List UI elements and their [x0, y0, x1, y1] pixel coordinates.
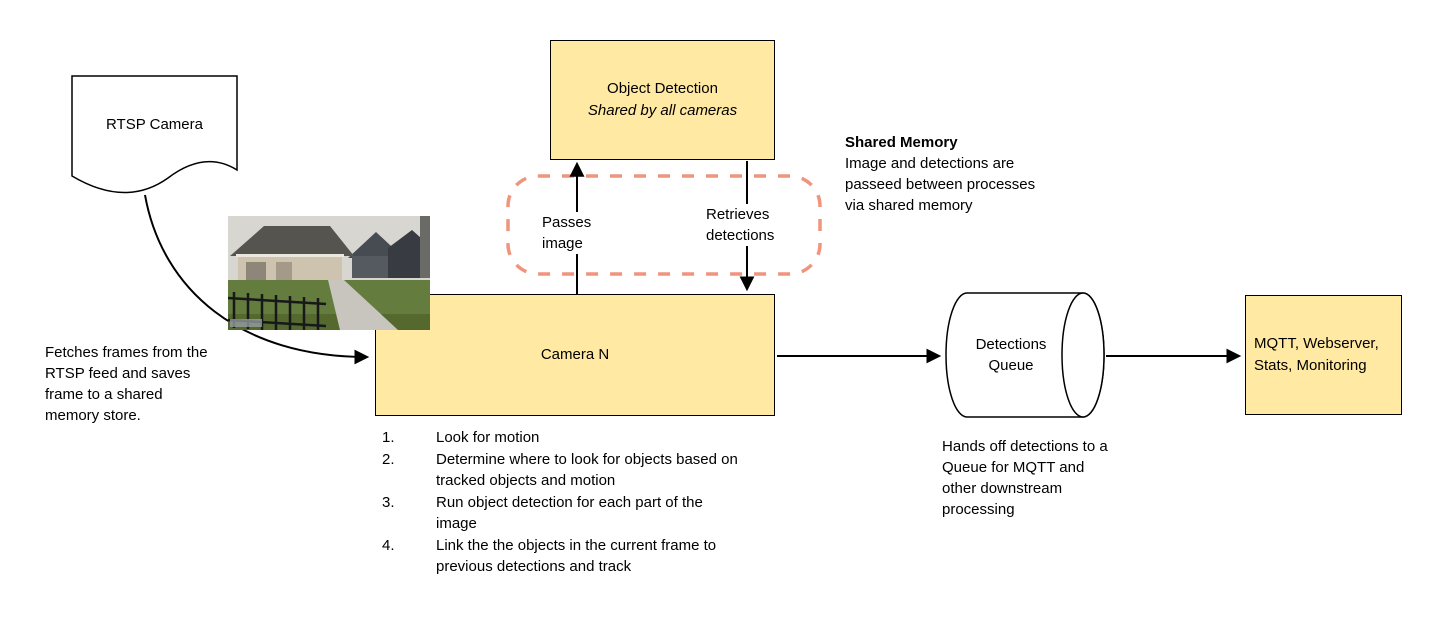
arrow-rtsp-to-camera [144, 194, 370, 365]
snapshot-shed-door [246, 262, 266, 284]
shared-memory-dashed-region [506, 174, 822, 276]
label-retrieves-detections: Retrieves detections [704, 204, 784, 246]
step-number: 4. [382, 536, 395, 554]
step-text: Determine where to look for objects base… [436, 450, 738, 490]
shared-memory-body: Image and detections are passeed between… [845, 155, 1036, 214]
node-detections-queue: Detections Queue [952, 320, 1070, 390]
detections-queue-label: Detections Queue [975, 336, 1047, 374]
note-fetch-frames: Fetches frames from the RTSP feed and sa… [45, 344, 208, 424]
snapshot-shed-roof [230, 226, 354, 256]
snapshot-porch-post [420, 216, 430, 278]
rtsp-camera-label: RTSP Camera [106, 115, 203, 133]
snapshot-shed-door-2 [276, 262, 292, 284]
snapshot-far-house-2 [388, 230, 430, 278]
step-text: Look for motion [436, 429, 540, 446]
camera-step: 1. Look for motion [380, 427, 738, 449]
snapshot-watermark [230, 319, 262, 327]
label-passes-image: Passes image [540, 212, 602, 254]
snapshot-sidewalk [328, 280, 398, 330]
outputs-label: MQTT, Webserver, Stats, Monitoring [1254, 335, 1379, 374]
node-camera-n: Camera N [375, 294, 775, 416]
camera-n-label: Camera N [540, 346, 610, 363]
rtsp-document-shape [71, 75, 238, 194]
camera-snapshot-image [228, 216, 430, 330]
camera-step: 2. Determine where to look for objects b… [380, 449, 738, 492]
shared-memory-title: Shared Memory [845, 134, 958, 151]
step-number: 3. [382, 493, 395, 511]
node-rtsp-camera: RTSP Camera [72, 80, 237, 168]
step-number: 2. [382, 450, 395, 468]
camera-step: 3. Run object detection for each part of… [380, 492, 738, 535]
object-detection-title: Object Detection [607, 80, 718, 97]
step-text: Link the the objects in the current fram… [436, 536, 717, 576]
detections-queue-cylinder [945, 292, 1105, 418]
step-number: 1. [382, 429, 395, 446]
note-shared-memory: Shared Memory Image and detections are p… [845, 132, 1057, 216]
camera-steps-list: 1. Look for motion 2. Determine where to… [380, 427, 738, 578]
note-queue-handoff: Hands off detections to a Queue for MQTT… [942, 438, 1108, 518]
object-detection-subtitle: Shared by all cameras [587, 102, 738, 119]
camera-step: 4. Link the the objects in the current f… [380, 535, 738, 578]
node-outputs: MQTT, Webserver, Stats, Monitoring [1245, 295, 1402, 415]
step-text: Run object detection for each part of th… [436, 493, 703, 533]
snapshot-eave [236, 254, 344, 257]
node-object-detection: Object Detection Shared by all cameras [550, 40, 775, 160]
